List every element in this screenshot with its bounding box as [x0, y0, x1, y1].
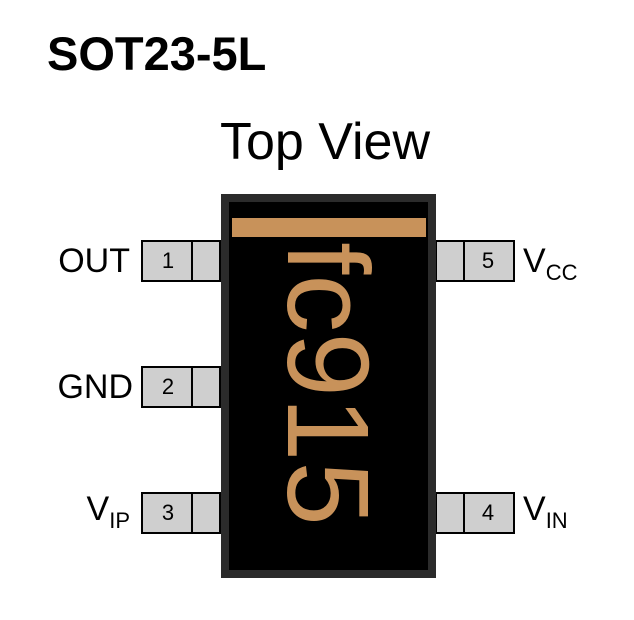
pin-2: 2 [141, 366, 221, 408]
pin-1: 1 [141, 240, 221, 282]
pin-3-label-sub: IP [109, 508, 130, 533]
pin-2-label-text: GND [57, 368, 133, 406]
pin-4-divider [463, 492, 465, 534]
pin-5-label: VCC [523, 242, 577, 284]
pin-5-number: 5 [481, 248, 495, 273]
pin-3: 3 [141, 492, 221, 534]
pin-3-label: VIP [86, 490, 130, 532]
view-title: Top View [0, 116, 634, 168]
pin-1-number: 1 [161, 248, 175, 273]
pin-3-number: 3 [161, 500, 175, 525]
chip-body [221, 194, 436, 578]
pin-4: 4 [435, 492, 515, 534]
pin-5: 5 [435, 240, 515, 282]
view-title-text: Top View [219, 113, 431, 171]
pin-4-label-sub: IN [545, 508, 568, 533]
pin-4-number: 4 [481, 500, 495, 525]
pin-5-label-sub: CC [545, 260, 578, 285]
pin-1-label-text: OUT [58, 242, 130, 280]
pin-1-label: OUT [58, 244, 130, 278]
pin1-orientation-stripe [232, 218, 426, 237]
pin-3-label-text: V [86, 490, 110, 528]
pin-4-label-text: V [523, 490, 546, 528]
pin-2-divider [191, 366, 193, 408]
pin-5-label-text: V [523, 242, 546, 280]
pin-2-label: GND [57, 370, 133, 404]
pin-5-divider [463, 240, 465, 282]
chip-body-bevel [221, 194, 436, 578]
chip-marking-text: fc915 [263, 242, 393, 526]
package-title: SOT23-5L [47, 27, 267, 80]
pin-3-divider [191, 492, 193, 534]
pin-2-number: 2 [161, 374, 175, 399]
pin-1-divider [191, 240, 193, 282]
pin-4-label: VIN [523, 490, 568, 532]
